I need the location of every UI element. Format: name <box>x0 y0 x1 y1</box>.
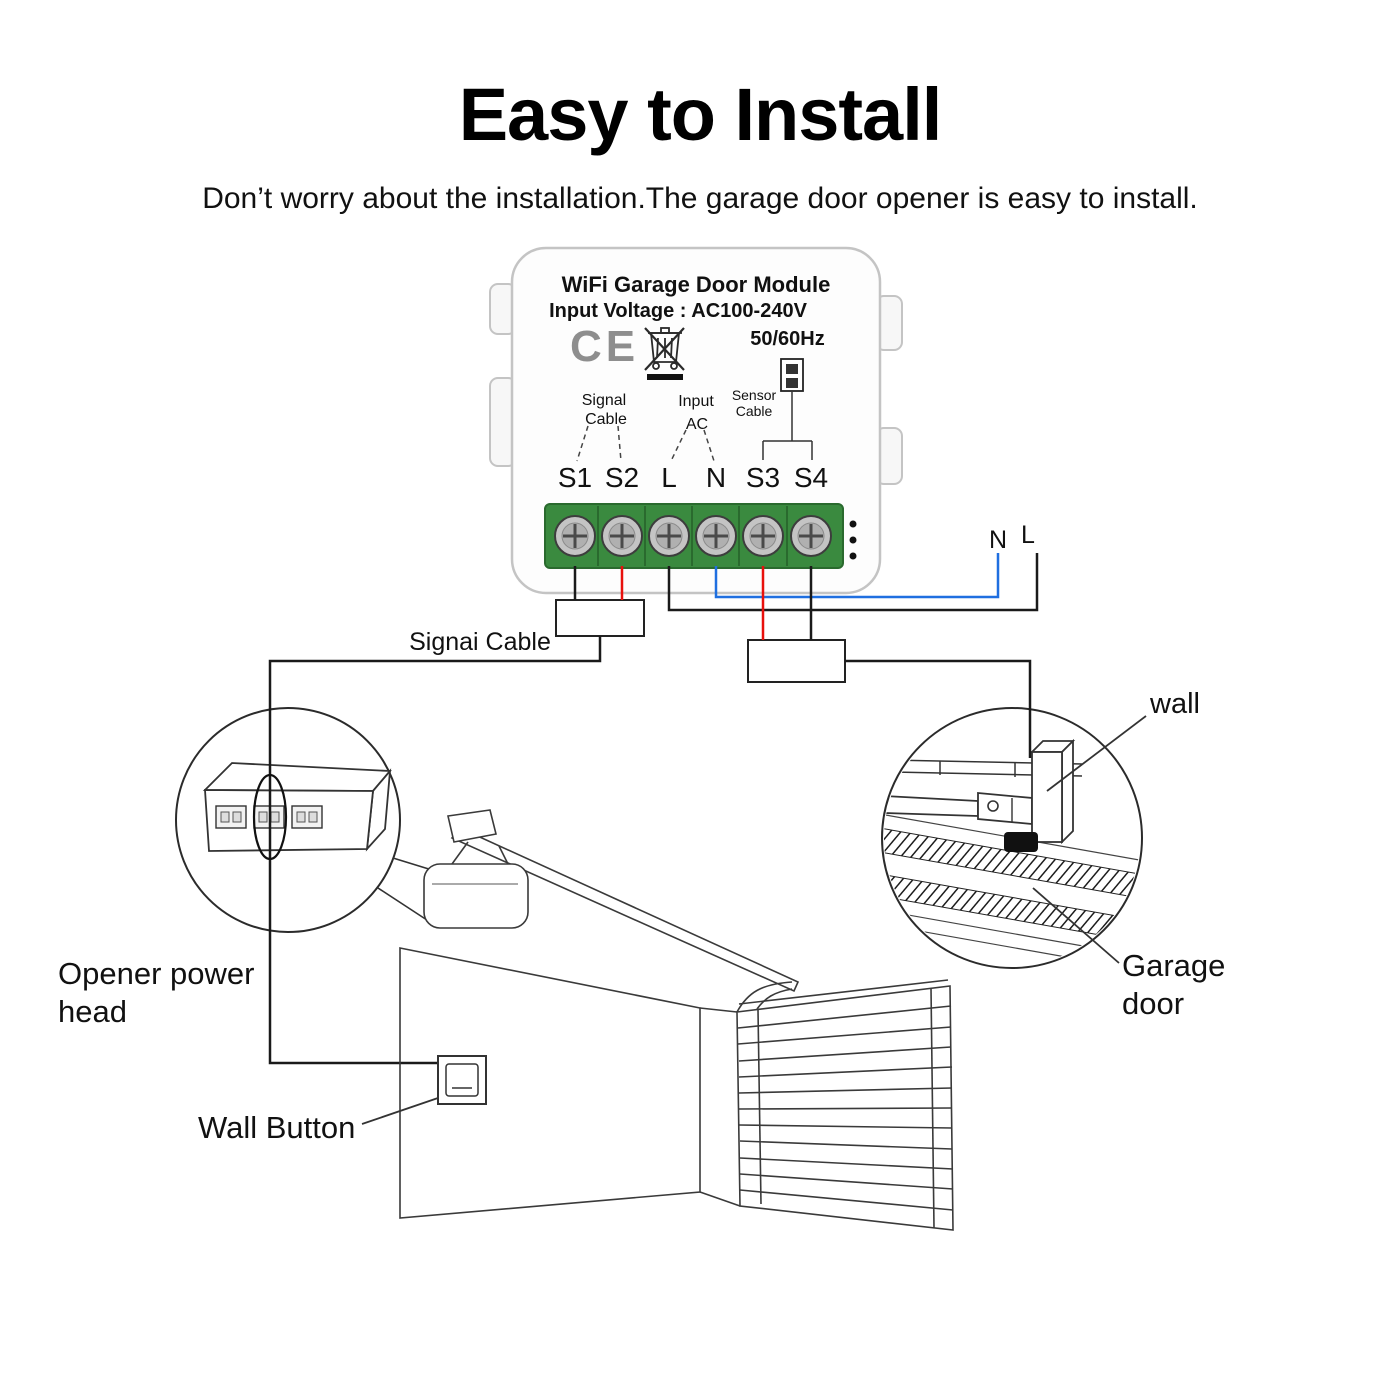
wires <box>573 553 1039 640</box>
terminal-label-n: N <box>705 462 727 493</box>
input-ac-label: AC <box>685 416 709 433</box>
weee-bin-icon <box>644 327 685 380</box>
sensor-pointer-lines <box>762 391 813 460</box>
module-terminal-block <box>544 503 857 569</box>
terminal-label-s4: S4 <box>793 462 829 493</box>
page-title: Easy to Install <box>458 73 943 156</box>
sensor-connector-icon <box>780 358 804 392</box>
cable-runs <box>268 636 1032 1065</box>
wall-zoom-circle <box>881 707 1143 969</box>
module-illustration <box>489 246 903 595</box>
live-label: L <box>1021 521 1035 549</box>
leader-lines <box>361 715 1147 1125</box>
terminal-label-s3: S3 <box>745 462 781 493</box>
terminal-label-l: L <box>661 462 677 493</box>
signal-cable-label-2: Cable <box>585 411 627 428</box>
sensor-connector-box <box>747 639 846 683</box>
connection-highlight-oval <box>252 773 288 861</box>
signal-connector-box <box>555 599 645 637</box>
input-label: Input <box>678 393 714 410</box>
wall-button-label: Wall Button <box>198 1110 356 1145</box>
signal-cable-label: Signal <box>581 392 627 409</box>
terminal-label-s2: S2 <box>604 462 640 493</box>
wall-button-illustration <box>437 1055 487 1105</box>
indicator-dots-icon <box>849 520 857 560</box>
ce-mark-icon: CE <box>570 322 640 371</box>
page-subtitle: Don’t worry about the installation.The g… <box>202 182 1198 215</box>
sensor-label: Sensor <box>731 387 777 403</box>
garage-line-art <box>399 809 954 1231</box>
module-frequency: 50/60Hz <box>750 328 825 350</box>
module-name: WiFi Garage Door Module <box>561 272 831 297</box>
module-voltage: Input Voltage : AC100-240V <box>549 300 807 322</box>
neutral-label: N <box>988 526 1008 554</box>
signal-pointer-lines <box>576 425 715 462</box>
wall-label: wall <box>1150 688 1200 720</box>
opener-zoom-circle <box>175 707 433 933</box>
terminal-label-s1: S1 <box>557 462 593 493</box>
signal-cable-wire-label: Signai Cable <box>409 628 551 656</box>
screw-terminals <box>554 515 832 557</box>
sensor-cable-label-2: Cable <box>735 403 773 419</box>
